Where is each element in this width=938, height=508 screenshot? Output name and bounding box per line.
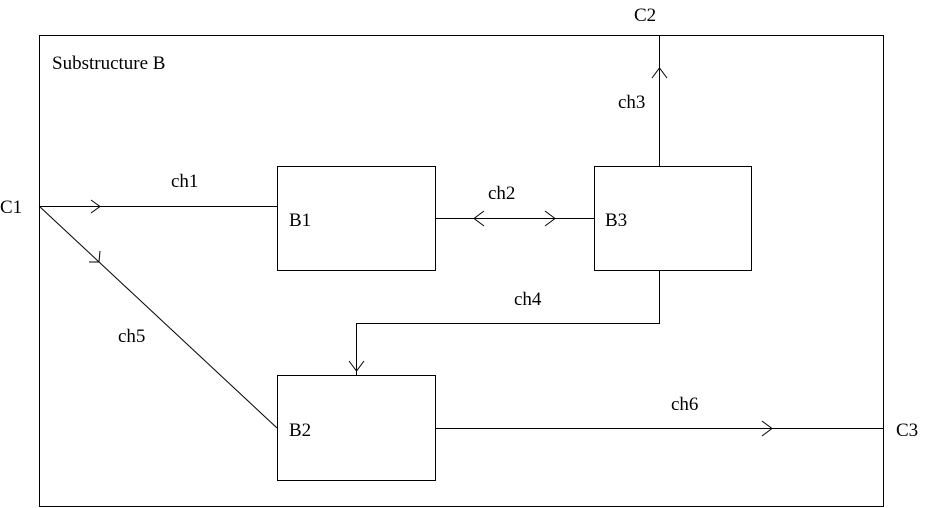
channel-ch6-label: ch6 [671,394,698,415]
channel-ch2-label: ch2 [488,183,515,204]
channel-ch5-arrowhead [89,250,101,263]
substructure-label: Substructure B [52,53,165,74]
channel-ch5-line [38,205,278,429]
channel-ch2-arrowhead-right [544,210,556,227]
channel-ch4-arrowhead [348,360,365,372]
port-c2-label: C2 [634,5,656,26]
block-b2: B2 [277,375,436,481]
block-b2-box [277,375,436,481]
channel-ch2-arrowhead-left [473,210,485,227]
substructure-frame [39,35,884,507]
block-b3: B3 [594,166,752,271]
channel-ch1-arrowhead [90,199,101,214]
port-c3-label: C3 [896,420,918,441]
channel-ch5-label: ch5 [118,326,145,347]
channel-ch3-arrowhead [651,67,668,79]
block-b1: B1 [277,166,436,271]
block-b2-label: B2 [289,420,311,441]
block-b1-label: B1 [289,210,311,231]
port-c1-label: C1 [0,197,22,218]
channel-ch4-line [356,271,660,375]
block-b3-label: B3 [605,210,627,231]
channel-ch1-label: ch1 [171,171,198,192]
block-b3-box [594,166,752,271]
channel-ch6-arrowhead [761,420,773,437]
channel-ch4-label: ch4 [514,289,542,310]
channel-ch3-label: ch3 [618,92,645,113]
block-b1-box [277,166,436,271]
